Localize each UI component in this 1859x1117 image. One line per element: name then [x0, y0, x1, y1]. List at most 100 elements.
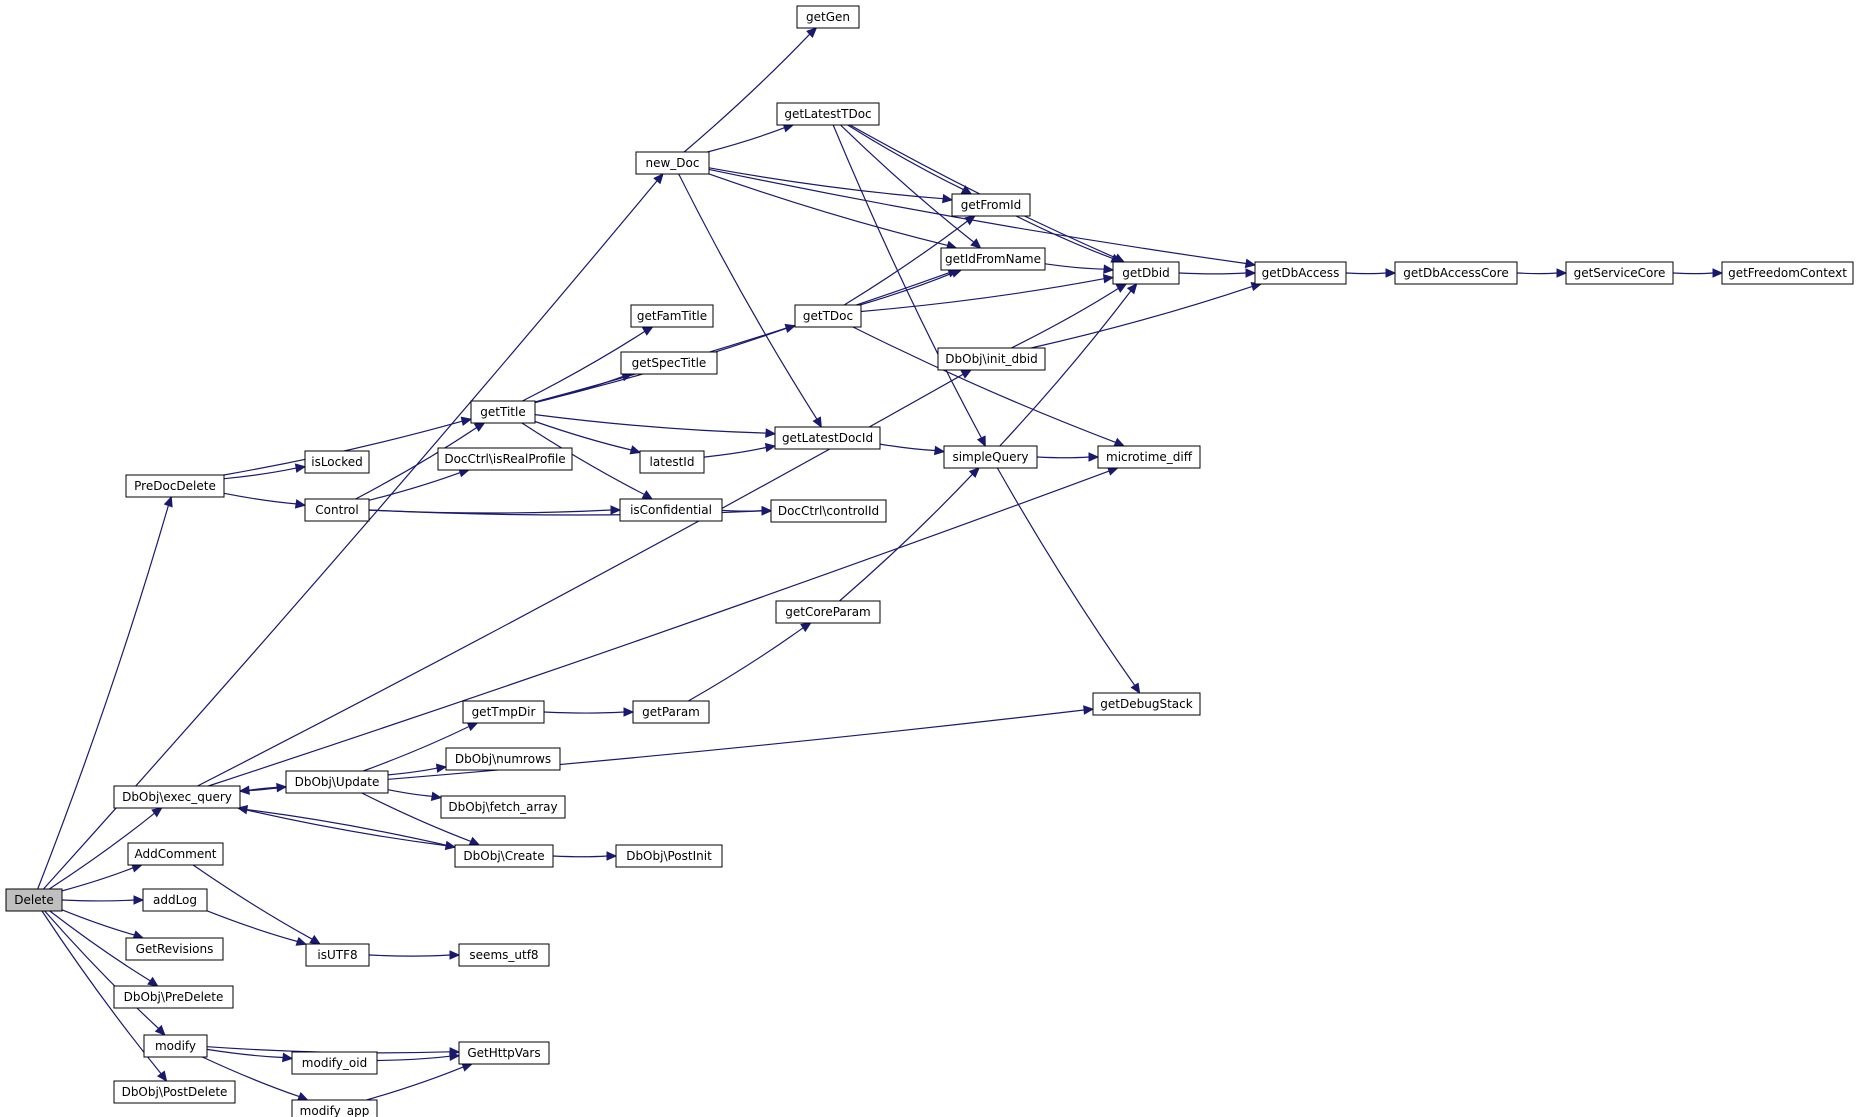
node-getfreedomcontext[interactable]: getFreedomContext	[1721, 261, 1854, 285]
node-getdbaccess[interactable]: getDbAccess	[1254, 261, 1347, 285]
edge-getservicecore-to-getfreedomcontext	[1672, 268, 1724, 278]
node-label: DbObj\PreDelete	[124, 990, 224, 1004]
node-label: Delete	[14, 893, 53, 907]
node-getfromid[interactable]: getFromId	[951, 193, 1031, 217]
edge-dbobj-create-to-dbobj-exec-query	[236, 805, 456, 848]
node-label: getSpecTitle	[632, 356, 707, 370]
node-box	[113, 785, 241, 809]
node-dbobj-fetch-array[interactable]: DbObj\fetch_array	[440, 795, 566, 819]
node-label: getLatestDocId	[782, 431, 873, 445]
edge-new-doc-to-getlatesttdoc	[707, 123, 795, 153]
node-label: getFamTitle	[637, 309, 707, 323]
node-box	[291, 1051, 378, 1075]
node-modify-app[interactable]: modify_app	[291, 1099, 378, 1117]
node-getcoreparam[interactable]: getCoreParam	[775, 600, 881, 624]
node-getrevisions[interactable]: GetRevisions	[125, 937, 224, 961]
node-getidfromname[interactable]: getIdFromName	[940, 247, 1046, 271]
node-predocdelete[interactable]: PreDocDelete	[125, 474, 225, 498]
node-box	[305, 943, 370, 967]
node-getdbid[interactable]: getDbid	[1112, 261, 1180, 285]
node-gettdoc[interactable]: getTDoc	[794, 304, 862, 328]
edge-gettitle-to-getlatestdocid	[534, 414, 777, 438]
node-box	[615, 844, 723, 868]
node-getservicecore[interactable]: getServiceCore	[1565, 261, 1674, 285]
node-dbobj-predelete[interactable]: DbObj\PreDelete	[113, 985, 234, 1009]
node-getlatestdocid[interactable]: getLatestDocId	[774, 426, 881, 450]
node-dbobj-postdelete[interactable]: DbObj\PostDelete	[113, 1080, 236, 1104]
edge-dbobj-exec-query-to-dbobj-create	[237, 807, 457, 851]
node-box	[794, 304, 862, 328]
node-label: getGen	[806, 10, 850, 24]
edge-gettitle-to-getspectitle	[534, 372, 633, 404]
node-box	[125, 474, 225, 498]
node-box	[635, 151, 710, 175]
node-box	[437, 447, 573, 471]
node-dbobj-exec-query[interactable]: DbObj\exec_query	[113, 785, 241, 809]
edge-addlog-to-isutf8	[206, 910, 308, 946]
node-box	[285, 770, 389, 794]
node-getlatesttdoc[interactable]: getLatestTDoc	[776, 102, 880, 126]
node-box	[937, 347, 1046, 371]
edge-dbobj-init-dbid-to-getdbid	[1011, 283, 1128, 349]
node-label: DocCtrl\isRealProfile	[444, 452, 565, 466]
node-getdbaccesscore[interactable]: getDbAccessCore	[1394, 261, 1518, 285]
edge-getparam-to-getcoreparam	[688, 622, 812, 702]
node-label: getCoreParam	[785, 605, 871, 619]
node-dbobj-postinit[interactable]: DbObj\PostInit	[615, 844, 723, 868]
edge-getdbid-to-getdbaccess	[1178, 268, 1257, 278]
node-getgen[interactable]: getGen	[796, 5, 860, 29]
node-label: PreDocDelete	[134, 479, 216, 493]
node-label: DbObj\exec_query	[122, 790, 232, 804]
node-addlog[interactable]: addLog	[142, 888, 208, 912]
edge-new-doc-to-getlatestdocid	[678, 173, 822, 429]
node-label: DbObj\fetch_array	[448, 800, 557, 814]
edge-addcomment-to-isutf8	[192, 864, 321, 945]
node-getspectitle[interactable]: getSpecTitle	[620, 351, 718, 375]
node-islocked[interactable]: isLocked	[304, 450, 370, 474]
node-gettmpdir[interactable]: getTmpDir	[462, 700, 545, 724]
node-modify-oid[interactable]: modify_oid	[291, 1051, 378, 1075]
node-getfamtitle[interactable]: getFamTitle	[630, 304, 714, 328]
node-latestid[interactable]: latestId	[639, 450, 705, 474]
node-isconfidential[interactable]: isConfidential	[619, 498, 723, 522]
node-dbobj-update[interactable]: DbObj\Update	[285, 770, 389, 794]
node-gethttpvars[interactable]: GetHttpVars	[458, 1041, 550, 1065]
node-dbobj-numrows[interactable]: DbObj\numrows	[445, 747, 561, 771]
node-docctrl-isrealprofile[interactable]: DocCtrl\isRealProfile	[437, 447, 573, 471]
node-getdebugstack[interactable]: getDebugStack	[1092, 692, 1201, 716]
node-gettitle[interactable]: getTitle	[470, 400, 536, 424]
node-label: getTDoc	[803, 309, 853, 323]
node-box	[113, 985, 234, 1009]
edge-getlatestdocid-to-simplequery	[879, 443, 946, 456]
node-label: modify_app	[300, 1104, 370, 1117]
node-box	[142, 888, 208, 912]
edge-predocdelete-to-control	[223, 492, 307, 509]
node-label: getTitle	[480, 405, 525, 419]
node-simplequery[interactable]: simpleQuery	[943, 445, 1038, 469]
node-seems-utf8[interactable]: seems_utf8	[458, 943, 550, 967]
node-label: isUTF8	[317, 948, 357, 962]
node-new-doc[interactable]: new_Doc	[635, 151, 710, 175]
node-dbobj-create[interactable]: DbObj\Create	[454, 844, 554, 868]
node-box	[304, 450, 370, 474]
node-modify[interactable]: modify	[143, 1034, 208, 1058]
edge-control-to-isconfidential	[368, 505, 622, 515]
node-label: getDbAccess	[1262, 266, 1340, 280]
node-microtime-diff[interactable]: microtime_diff	[1097, 445, 1201, 469]
node-isutf8[interactable]: isUTF8	[305, 943, 370, 967]
edge-delete-to-predocdelete	[37, 495, 173, 890]
edge-control-to-docctrl-isrealprofile	[368, 468, 470, 501]
node-delete[interactable]: Delete	[5, 888, 63, 912]
node-box	[454, 844, 554, 868]
edge-gettdoc-to-getfromid	[843, 215, 976, 306]
node-docctrl-controlid[interactable]: DocCtrl\controlId	[770, 499, 887, 523]
node-box	[943, 445, 1038, 469]
node-control[interactable]: Control	[304, 498, 370, 522]
node-box	[440, 795, 566, 819]
node-addcomment[interactable]: AddComment	[127, 842, 224, 866]
node-box	[775, 600, 881, 624]
node-label: isLocked	[311, 455, 363, 469]
node-dbobj-init-dbid[interactable]: DbObj\init_dbid	[937, 347, 1046, 371]
edge-getcoreparam-to-simplequery	[839, 467, 980, 602]
node-getparam[interactable]: getParam	[632, 700, 710, 724]
